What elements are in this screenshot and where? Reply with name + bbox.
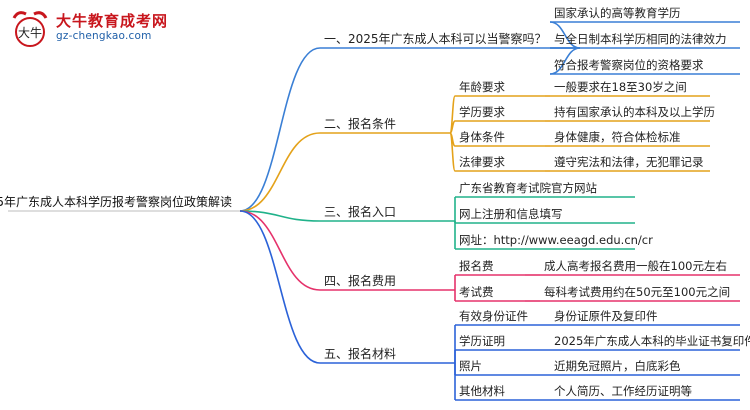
leaf-detail-label: 一般要求在18至30岁之间 — [554, 80, 687, 94]
leaf-node[interactable]: 网址：http://www.eeagd.edu.cn/cr — [454, 220, 653, 250]
leaf-node[interactable]: 其他材料 个人简历、工作经历证明等 — [454, 362, 740, 401]
leaf-label: 网址：http://www.eeagd.edu.cn/cr — [459, 233, 653, 247]
logo-emblem-text: 大牛 — [18, 25, 42, 40]
leaf-node[interactable]: 年龄要求 一般要求在18至30岁之间 — [449, 80, 710, 134]
leaf-label: 符合报考警察岗位的资格要求 — [554, 58, 704, 72]
leaf-label: 学历要求 — [459, 105, 505, 119]
leaf-label: 与全日制本科学历相同的法律效力 — [554, 32, 727, 46]
branch-connector — [239, 132, 321, 212]
leaf-detail-label: 持有国家承认的本科及以上学历 — [554, 105, 715, 119]
leaf-node[interactable]: 身体条件 身体健康，符合体检标准 — [449, 130, 710, 147]
branch-connector — [239, 210, 321, 291]
leaf-node[interactable]: 符合报考警察岗位的资格要求 — [549, 47, 740, 75]
leaf-node[interactable]: 广东省教育考试院官方网站 — [454, 181, 635, 222]
bull-emblem-icon: 大牛 — [12, 11, 48, 47]
leaf-label: 网上注册和信息填写 — [459, 207, 563, 221]
leaf-node[interactable]: 学历要求 持有国家承认的本科及以上学历 — [449, 105, 715, 134]
leaf-label: 有效身份证件 — [459, 309, 528, 323]
leaf-label: 身体条件 — [459, 130, 505, 144]
leaf-node[interactable]: 考试费 每科考试费用约在50元至100元之间 — [454, 285, 740, 302]
leaf-label: 其他材料 — [459, 384, 505, 398]
leaf-detail-label: 个人简历、工作经历证明等 — [554, 384, 692, 398]
leaf-detail-label: 遵守宪法和法律，无犯罪记录 — [554, 155, 704, 169]
leaf-label: 法律要求 — [459, 155, 505, 169]
leaf-detail-label: 近期免冠照片，白底彩色 — [554, 359, 681, 373]
branch-connector — [239, 210, 321, 364]
logo-url: gz-chengkao.com — [56, 30, 152, 42]
leaf-label: 年龄要求 — [459, 80, 505, 94]
branch-label: 四、报名费用 — [324, 273, 396, 288]
leaf-node[interactable]: 照片 近期免冠照片，白底彩色 — [454, 359, 740, 376]
leaf-label: 考试费 — [459, 285, 494, 299]
leaf-label: 广东省教育考试院官方网站 — [459, 181, 597, 195]
leaf-label: 学历证明 — [459, 334, 505, 348]
leaf-label: 报名费 — [459, 259, 494, 273]
site-logo[interactable]: 大牛 大牛教育成考网 gz-chengkao.com — [8, 6, 178, 52]
leaf-detail-label: 成人高考报名费用一般在100元左右 — [544, 259, 727, 273]
branch-connector — [239, 47, 321, 212]
leaf-connector — [449, 132, 456, 172]
logo-title: 大牛教育成考网 — [56, 12, 169, 30]
leaf-node[interactable]: 国家承认的高等教育学历 — [549, 6, 740, 49]
leaf-node[interactable]: 法律要求 遵守宪法和法律，无犯罪记录 — [449, 132, 710, 172]
branch-label: 三、报名入口 — [324, 204, 396, 219]
leaf-node[interactable]: 与全日制本科学历相同的法律效力 — [550, 32, 740, 49]
leaf-node[interactable]: 网上注册和信息填写 — [454, 207, 635, 224]
leaf-label: 国家承认的高等教育学历 — [554, 6, 681, 20]
leaf-node[interactable]: 有效身份证件 身份证原件及复印件 — [454, 309, 740, 364]
leaf-detail-label: 身体健康，符合体检标准 — [554, 130, 681, 144]
leaf-detail-label: 2025年广东成人本科的毕业证书复印件 — [554, 334, 750, 348]
leaf-detail-label: 每科考试费用约在50元至100元之间 — [544, 285, 730, 299]
branch-3[interactable]: 三、报名入口 广东省教育考试院官方网站网上注册和信息填写网址：http://www… — [239, 181, 653, 250]
leaf-detail-label: 身份证原件及复印件 — [554, 309, 658, 323]
leaf-node[interactable]: 学历证明 2025年广东成人本科的毕业证书复印件 — [454, 334, 750, 364]
leaf-connector — [549, 47, 581, 75]
branch-label: 二、报名条件 — [324, 116, 396, 131]
branch-label: 五、报名材料 — [324, 346, 396, 361]
branch-1[interactable]: 一、2025年广东成人本科可以当警察吗？ 国家承认的高等教育学历与全日制本科学历相… — [239, 6, 740, 212]
root-node-label: 2025年广东成人本科学历报考警察岗位政策解读 — [0, 194, 232, 209]
branch-label: 一、2025年广东成人本科可以当警察吗？ — [324, 31, 547, 46]
leaf-label: 照片 — [459, 359, 482, 373]
leaf-node[interactable]: 报名费 成人高考报名费用一般在100元左右 — [454, 259, 740, 291]
branch-connector — [239, 210, 321, 222]
